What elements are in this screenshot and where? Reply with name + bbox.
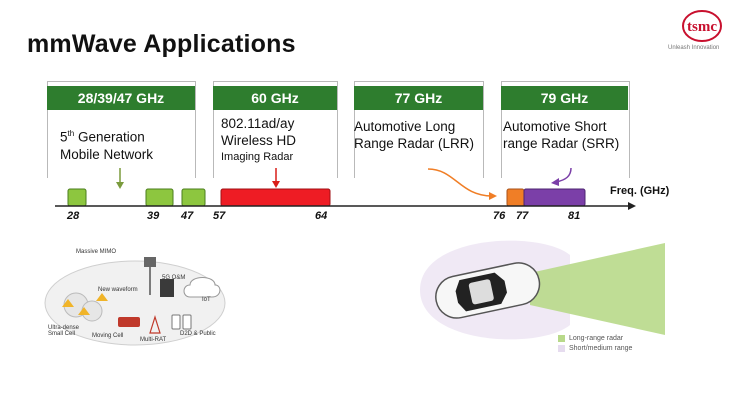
block-76-77ghz	[506, 188, 525, 207]
page-title: mmWave Applications	[27, 30, 296, 58]
band-desc-60ghz: 802.11ad/ay Wireless HD Imaging Radar	[221, 116, 297, 163]
net-label: IoT	[202, 297, 211, 303]
legend-item-lrr: Long-range radar	[558, 335, 632, 342]
band-frame-5g	[47, 81, 196, 178]
net-label: New waveform	[98, 287, 138, 293]
net-label: Multi-RAT	[140, 337, 167, 343]
block-47ghz	[181, 188, 206, 207]
legend-swatch-green	[558, 335, 565, 342]
spectrum-diagram	[55, 167, 636, 210]
radar-legend: Long-range radar Short/medium range	[558, 335, 632, 352]
band-frame-60ghz	[213, 81, 338, 178]
tick-label: 47	[181, 210, 194, 222]
tick-label: 81	[568, 210, 581, 222]
block-28ghz	[67, 188, 87, 207]
frequency-unit-label: Freq. (GHz)	[610, 185, 670, 197]
tick-label: 64	[315, 210, 328, 222]
block-57-64ghz	[220, 188, 331, 207]
band-header-5g: 28/39/47 GHz	[47, 86, 195, 110]
lrr-pointer-arrow	[427, 168, 493, 197]
net-label: Massive MIMO	[76, 249, 117, 255]
net-label: Moving Cell	[92, 333, 124, 339]
band-desc-5g: 5th Generation Mobile Network	[60, 129, 154, 162]
band-header-77ghz: 77 GHz	[354, 86, 483, 110]
5g-pointer-arrowhead	[116, 182, 124, 189]
net-label: 5G O&M	[162, 275, 186, 281]
srr-pointer-arrowhead	[551, 178, 559, 186]
tick-label: 57	[213, 210, 226, 222]
5g-network-illustration: Massive MIMO New waveform 5G O&M Ultra-d…	[40, 245, 230, 355]
60ghz-pointer-arrowhead	[272, 181, 280, 188]
band-header-60ghz: 60 GHz	[213, 86, 337, 110]
tick-label: 76	[493, 210, 506, 222]
block-39ghz	[145, 188, 174, 207]
band-desc-79ghz: Automotive Short range Radar (SRR)	[503, 119, 620, 151]
band-frame-79ghz	[501, 81, 630, 178]
net-label: D2D & Public	[180, 331, 216, 337]
axis-arrowhead	[628, 202, 636, 210]
band-desc-77ghz: Automotive Long Range Radar (LRR)	[354, 119, 475, 151]
legend-swatch-purple	[558, 345, 565, 352]
block-77-81ghz	[523, 188, 586, 207]
tick-label: 39	[147, 210, 160, 222]
band-frame-77ghz	[354, 81, 484, 178]
lrr-pointer-arrowhead	[489, 192, 497, 200]
band-header-79ghz: 79 GHz	[501, 86, 628, 110]
car-icon	[435, 262, 541, 319]
tick-label: 77	[516, 210, 529, 222]
logo-text: tsmc	[687, 19, 717, 35]
tick-label: 28	[67, 210, 80, 222]
net-label: Ultra-dense Small Cell	[48, 325, 80, 337]
tsmc-logo: tsmc	[678, 8, 726, 48]
car-radar-illustration	[420, 240, 665, 340]
lrr-beam	[530, 243, 665, 335]
legend-item-srr: Short/medium range	[558, 345, 632, 352]
tagline: Unleash Innovation	[668, 45, 720, 51]
